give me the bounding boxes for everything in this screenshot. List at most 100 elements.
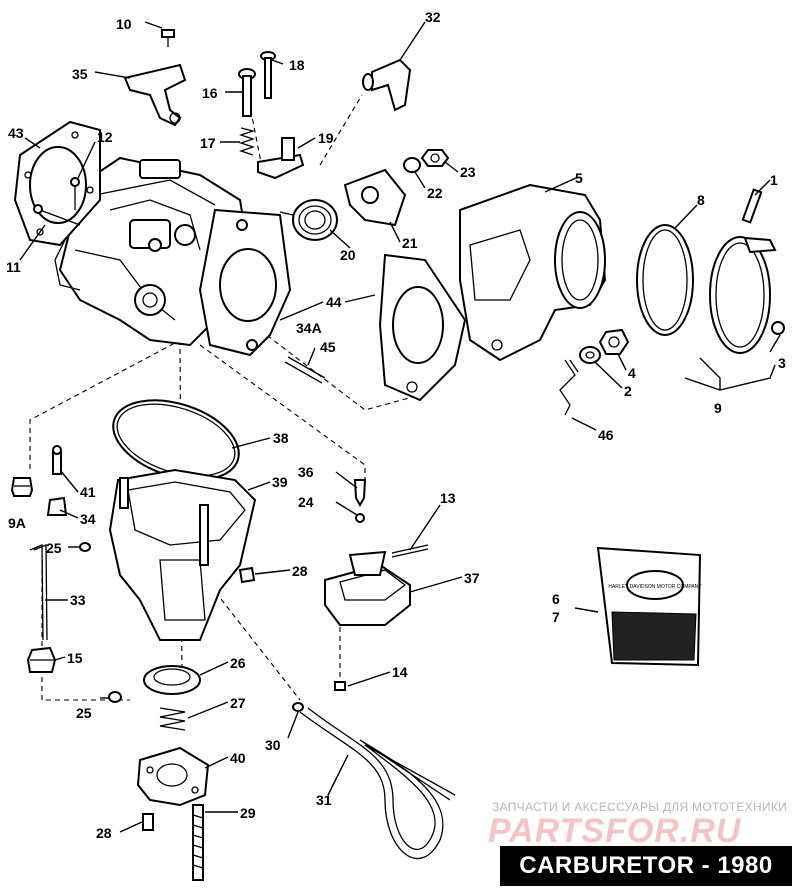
callout-25-upper: 25	[46, 540, 62, 556]
callout-11: 11	[6, 259, 21, 275]
nut-3	[771, 321, 785, 335]
callout-2: 2	[624, 383, 632, 399]
callout-23: 23	[460, 164, 476, 180]
jet-34	[46, 496, 68, 516]
callout-labels: 10 35 18 16 17 19 32 12 43 11 20 21 22 2…	[6, 9, 786, 841]
callout-38: 38	[273, 430, 289, 446]
spring-20	[279, 199, 338, 241]
callout-21: 21	[402, 235, 418, 251]
flange-gasket	[198, 208, 292, 357]
callout-45: 45	[320, 339, 336, 355]
diagram-title: CARBURETOR - 1980	[500, 846, 792, 886]
bracket-35	[123, 63, 187, 127]
spring-27	[159, 707, 186, 731]
pump-cover-40	[136, 746, 210, 807]
callout-15: 15	[67, 650, 83, 666]
stud-45	[284, 356, 326, 384]
screw-12	[70, 177, 80, 210]
callout-37: 37	[464, 570, 480, 586]
callout-34: 34	[80, 511, 96, 527]
callout-24: 24	[298, 494, 314, 510]
air-cleaner-adapter	[459, 183, 607, 362]
screw-11	[33, 204, 81, 226]
callout-9: 9	[714, 400, 722, 416]
callout-17: 17	[200, 135, 216, 151]
callout-31: 31	[316, 792, 332, 808]
screw-28-upper	[238, 566, 256, 584]
callout-33: 33	[70, 592, 86, 608]
bracket-19	[257, 137, 305, 180]
callout-4: 4	[628, 365, 636, 381]
callout-44: 44	[326, 294, 342, 310]
callout-46: 46	[598, 427, 614, 443]
callout-20: 20	[340, 247, 356, 263]
plug-9a	[10, 477, 34, 497]
hose-31	[299, 707, 456, 860]
washer-2	[579, 346, 601, 364]
callout-35: 35	[72, 66, 88, 82]
screw-16	[238, 68, 256, 117]
fitting-32	[362, 58, 412, 112]
callout-36: 36	[298, 464, 314, 480]
callout-3: 3	[778, 355, 786, 371]
callout-10: 10	[116, 16, 132, 32]
lever-21	[343, 168, 407, 227]
gasket-44	[378, 253, 467, 402]
callout-1: 1	[770, 172, 778, 188]
screw-1	[741, 188, 763, 224]
callout-27: 27	[230, 695, 246, 711]
screw-10	[161, 29, 175, 47]
callout-6: 6	[552, 591, 560, 607]
callout-13: 13	[440, 490, 456, 506]
spring-17	[238, 127, 256, 156]
callout-41: 41	[80, 484, 96, 500]
ring-8	[636, 224, 694, 336]
screw-29	[192, 804, 204, 881]
callout-30: 30	[265, 737, 281, 753]
callout-39: 39	[272, 474, 288, 490]
callout-5: 5	[575, 170, 583, 186]
clip-46	[559, 359, 579, 416]
diaphragm-26	[143, 665, 201, 695]
clamp-30	[292, 702, 304, 712]
washer-25-upper	[79, 542, 91, 552]
watermark-logo: PARTSFOR.RU	[488, 812, 742, 850]
carburetor-body	[54, 156, 247, 347]
pin-13	[391, 544, 429, 558]
badge-text: HARLEY DAVIDSON MOTOR COMPANY	[608, 584, 702, 590]
callout-8: 8	[697, 192, 705, 208]
rod-33	[29, 544, 48, 641]
callout-29: 29	[240, 805, 256, 821]
gasket-43	[13, 120, 101, 247]
callout-18: 18	[289, 57, 305, 73]
screw-14	[334, 681, 346, 691]
callout-28-upper: 28	[292, 563, 308, 579]
nut-23	[420, 149, 450, 167]
callout-12: 12	[97, 129, 113, 145]
jet-41	[52, 445, 62, 475]
callout-40: 40	[230, 750, 246, 766]
callout-43: 43	[8, 125, 24, 141]
nut-4	[598, 328, 630, 355]
boot-15	[26, 646, 57, 673]
callout-14: 14	[392, 664, 408, 680]
needle-valve-36	[353, 479, 367, 523]
callout-16: 16	[202, 85, 218, 101]
washer-22	[403, 157, 421, 173]
callout-28-lower: 28	[96, 825, 112, 841]
callout-22: 22	[427, 185, 443, 201]
callout-32: 32	[425, 9, 441, 25]
callout-26: 26	[230, 655, 246, 671]
washer-25-lower	[108, 691, 122, 703]
screw-28-lower	[142, 813, 154, 831]
callout-9a: 9A	[8, 515, 26, 531]
callout-25-lower: 25	[76, 705, 92, 721]
callout-19: 19	[318, 130, 334, 146]
screw-18	[260, 51, 276, 99]
watermark-caption: ЗАПЧАСТИ И АКСЕССУАРЫ ДЛЯ МОТОТЕХНИКИ	[492, 800, 788, 814]
callout-34a: 34A	[296, 320, 322, 336]
leader-lines	[19, 21, 781, 833]
clamp-9	[709, 236, 777, 354]
